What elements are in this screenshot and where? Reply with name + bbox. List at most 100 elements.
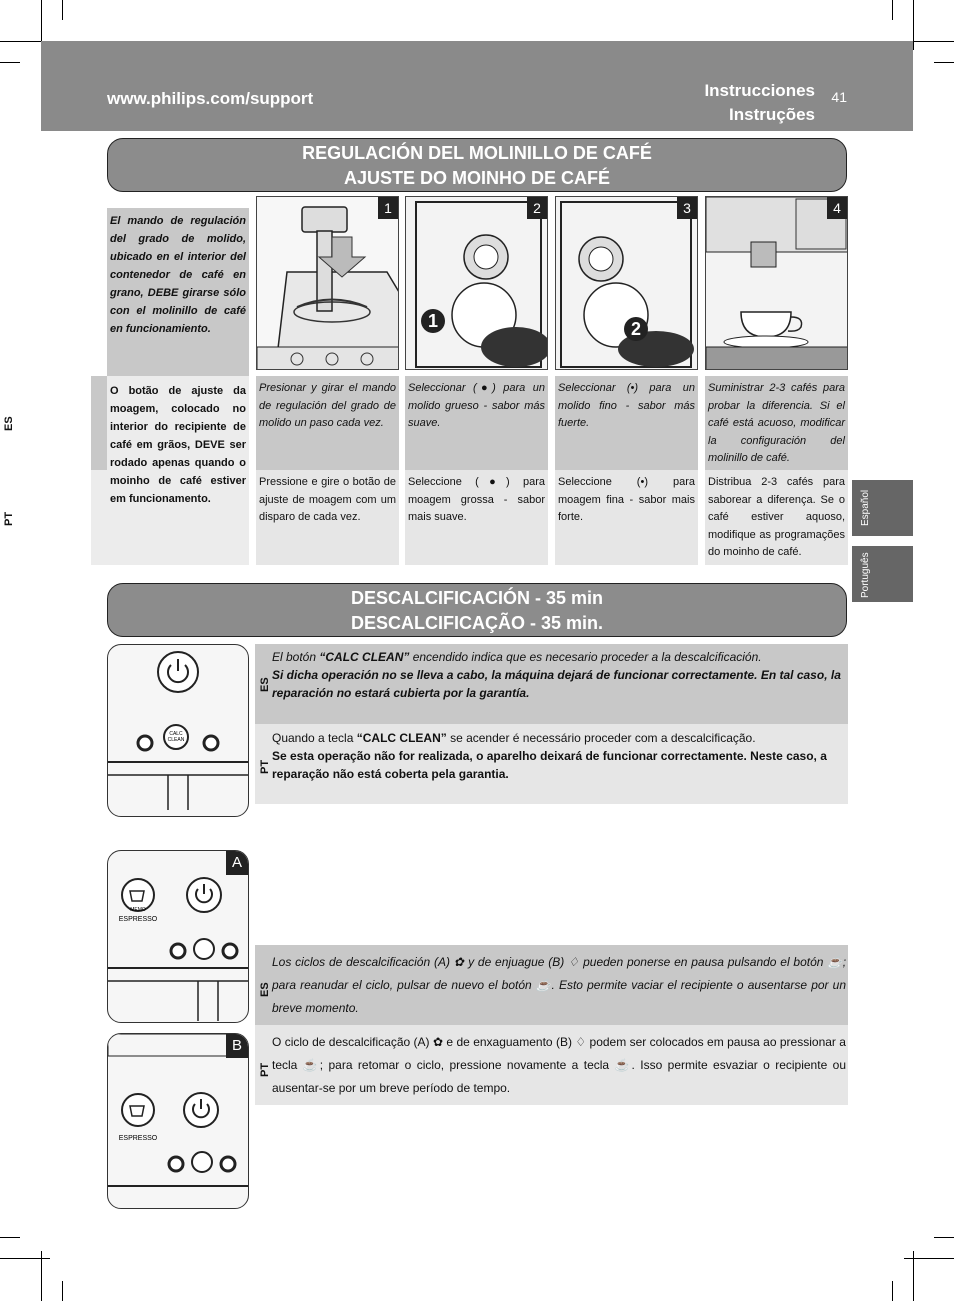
step-3-es-text: Seleccionar (•) para un molido fino - sa… — [555, 376, 698, 470]
panel-b-svg: ESPRESSO — [108, 1034, 248, 1187]
section-title-descaling: DESCALCIFICACIÓN - 35 min DESCALCIFICAÇÃ… — [107, 583, 847, 637]
crop-mark — [0, 41, 50, 42]
cycle-pt-text: O ciclo de descalcificação (A) ✿ e de en… — [272, 1031, 846, 1100]
pt-tag: PT — [259, 759, 271, 774]
section-title-es: REGULACIÓN DEL MOLINILLO DE CAFÉ — [302, 143, 652, 163]
calc-clean-pt-box: PT Quando a tecla “CALC CLEAN” se acende… — [255, 724, 848, 804]
section-title-pt: AJUSTE DO MOINHO DE CAFÉ — [343, 168, 611, 188]
crop-mark — [0, 62, 20, 63]
language-title-es: Instrucciones — [704, 81, 815, 100]
crop-mark — [892, 0, 893, 20]
cycle-es-b: y de enjuague (B) — [468, 955, 565, 969]
calc-clean-label: CALC — [169, 731, 183, 737]
crop-mark — [41, 1251, 42, 1301]
step-1-es-text: Presionar y girar el mando de regulación… — [256, 376, 399, 470]
section-title-es: DESCALCIFICACIÓN - 35 min — [350, 588, 604, 608]
memo-label: MEMO — [130, 907, 146, 913]
grinder-fine-illustration: 2 — [556, 197, 697, 369]
sidetab-portugues[interactable]: Português — [852, 546, 913, 602]
calc-clean-pt-post: se acender é necessário proceder com a d… — [446, 731, 756, 745]
step-number: 2 — [527, 197, 547, 219]
sidetab-espanol[interactable]: Español — [852, 480, 913, 536]
calc-clean-pt-warning: Se esta operação não for realizada, o ap… — [272, 749, 827, 781]
step-1-pt-text: Pressione e gire o botão de ajuste de mo… — [256, 470, 399, 565]
step-number: 3 — [677, 197, 697, 219]
memo-cup-icon: ☕ — [614, 1058, 632, 1072]
page-number: 41 — [831, 89, 847, 105]
rinse-icon: ♢ — [575, 1035, 587, 1049]
step-2-pt-text: Seleccione (●) para moagem grossa - sabo… — [405, 470, 548, 565]
calc-clean-es-post: encendido indica que es necesario proced… — [409, 650, 762, 664]
calc-clean-es-warning: Si dicha operación no se lleva a cabo, l… — [272, 668, 841, 700]
calc-clean-es-pre: El botón — [272, 650, 320, 664]
section-title-grinder: REGULACIÓN DEL MOLINILLO DE CAFÉ AJUSTE … — [107, 138, 847, 192]
cycle-pt-e: . Isso permite esvaziar o recipiente ou … — [272, 1058, 846, 1095]
panel-a-svg: MEMO ESPRESSO — [108, 877, 248, 1021]
step-4-illustration: 4 — [705, 196, 848, 370]
cycle-pt-box: PT O ciclo de descalcificação (A) ✿ e de… — [255, 1025, 848, 1105]
calc-clean-pt-text: Quando a tecla “CALC CLEAN” se acender é… — [272, 729, 846, 783]
cycle-es-a: Los ciclos de descalcificación (A) — [272, 955, 450, 969]
panel-b-label: B — [226, 1034, 248, 1058]
control-panel-illustration: CALC CLEAN — [107, 644, 249, 817]
intro-pt-text: O botão de ajuste da moagem, colocado no… — [110, 385, 246, 505]
crop-mark — [913, 1251, 914, 1301]
intro-es-text: El mando de regulación del grado de moli… — [110, 215, 246, 335]
cycle-es-text: Los ciclos de descalcificación (A) ✿ y d… — [272, 951, 846, 1020]
callout-number: 2 — [631, 319, 641, 339]
es-tag: ES — [3, 416, 15, 431]
memo-cup-icon: ☕ — [535, 978, 552, 992]
step-3-pt-text: Seleccione (•) para moagem fina - sabor … — [555, 470, 698, 565]
crop-mark — [892, 1281, 893, 1301]
memo-cup-icon: ☕ — [827, 955, 843, 969]
descaling-icon: ✿ — [432, 1035, 444, 1049]
cycle-pt-b: e de enxaguamento (B) — [446, 1035, 572, 1049]
step-3-illustration: 2 3 — [555, 196, 698, 370]
step-number: 1 — [378, 197, 398, 219]
step-2-illustration: 1 2 — [405, 196, 548, 370]
cycle-es-d: ; para reanudar el ciclo, pulsar de nuev… — [272, 955, 847, 992]
step-number: 4 — [827, 197, 847, 219]
coffee-cup-illustration — [706, 197, 847, 369]
panel-a-label: A — [226, 851, 248, 875]
crop-mark — [0, 1258, 50, 1259]
sidetab-espanol-label: Español — [860, 489, 871, 526]
cycle-pt-c: podem ser colocados em pausa ao pression… — [272, 1035, 846, 1072]
section-title-pt: DESCALCIFICAÇÃO - 35 min. — [350, 613, 604, 633]
cycle-pt-a: O ciclo de descalcificação (A) — [272, 1035, 430, 1049]
language-title: Instrucciones Instruções — [704, 79, 815, 127]
calc-clean-es-box: ES El botón “CALC CLEAN” encendido indic… — [255, 644, 848, 724]
es-tag: ES — [259, 677, 271, 692]
calc-clean-es-text: El botón “CALC CLEAN” encendido indica q… — [272, 648, 846, 702]
intro-es-box: El mando de regulación del grado de moli… — [107, 208, 249, 376]
crop-mark — [904, 41, 954, 42]
espresso-label: ESPRESSO — [119, 1135, 158, 1142]
grinder-knob-illustration — [257, 197, 398, 369]
cycle-es-c: pueden ponerse en pausa pulsando el botó… — [583, 955, 824, 969]
crop-mark — [41, 0, 42, 50]
support-url[interactable]: www.philips.com/support — [107, 89, 314, 108]
crop-mark — [913, 0, 914, 50]
control-panel-a-illustration: MEMO ESPRESSO A — [107, 850, 249, 1023]
intro-pt-box: ES PT O botão de ajuste da moagem, coloc… — [3, 376, 249, 565]
calc-clean-es-key: “CALC CLEAN” — [319, 650, 410, 664]
espresso-label: ESPRESSO — [119, 916, 158, 923]
pt-tag: PT — [259, 1062, 271, 1077]
crop-mark — [62, 0, 63, 20]
es-tag-bg — [91, 376, 107, 470]
step-4-es-text: Suministrar 2-3 cafés para probar la dif… — [705, 376, 848, 470]
calc-clean-panel-svg: CALC CLEAN — [108, 651, 248, 810]
crop-mark — [934, 62, 954, 63]
page-header: www.philips.com/support Instrucciones In… — [41, 41, 913, 131]
cycle-es-box: ES Los ciclos de descalcificación (A) ✿ … — [255, 945, 848, 1025]
step-4-pt-text: Distribua 2-3 cafés para saborear a dife… — [705, 470, 848, 565]
crop-mark — [0, 1237, 20, 1238]
calc-clean-label-2: CLEAN — [168, 737, 185, 743]
memo-cup-icon: ☕ — [302, 1058, 320, 1072]
crop-mark — [904, 1258, 954, 1259]
callout-number: 1 — [428, 311, 438, 331]
grinder-coarse-illustration: 1 — [406, 197, 547, 369]
crop-mark — [62, 1281, 63, 1301]
es-tag: ES — [259, 982, 271, 997]
language-title-pt: Instruções — [729, 105, 815, 124]
